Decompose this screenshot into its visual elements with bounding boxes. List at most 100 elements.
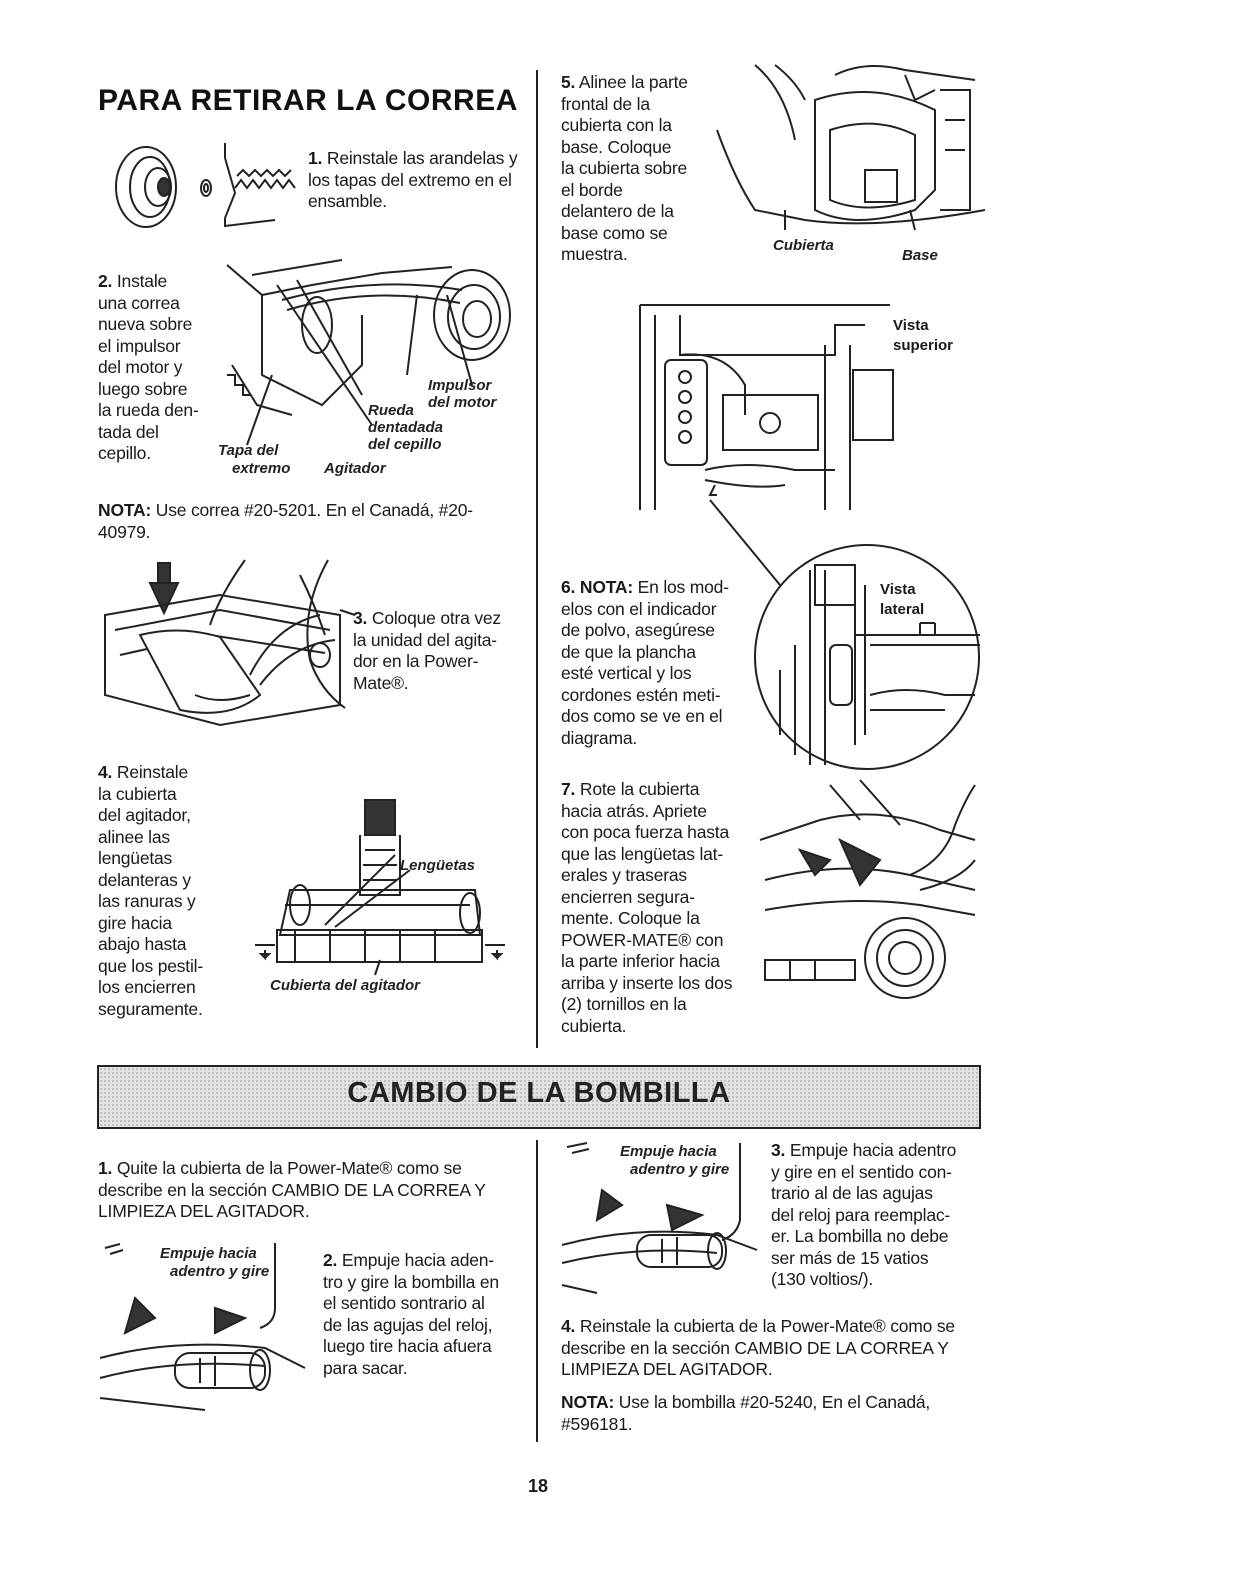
step-line: trario al de las agujas [771,1183,933,1203]
belt-step1: 1. Reinstale las arandelas y los tapas d… [308,148,523,213]
label-line: Empuje hacia [620,1143,717,1160]
push-twist-label-2: Empuje hacia adentro y gire [620,1143,729,1179]
step-line: dos como se ve en el [561,706,723,726]
step-number: 4. [98,762,113,782]
bulb-step2: 2. Empuje hacia aden- tro y gire la bomb… [323,1250,523,1379]
step-line: base. Coloque [561,136,672,157]
step-line: Empuje hacia aden- [341,1250,494,1270]
belt-step5: 5. Alinee la parte frontal de la cubiert… [561,72,721,266]
cover-base-icon [716,64,986,231]
step-line: cubierta. [561,1015,627,1036]
step-line: gire hacia [98,912,172,933]
step-line: cordones estén meti- [561,684,721,705]
label-extremo: extremo [232,460,291,477]
step-number: 3. [771,1140,786,1160]
step-line: luego tire hacia afuera [323,1336,492,1356]
step-line: del reloj para reemplac- [771,1204,951,1225]
belt-step4: 4. Reinstale la cubierta del agitador, a… [98,762,238,1020]
bulb-step4: 4. Reinstale la cubierta de la Power-Mat… [561,1316,981,1381]
step-line: lengüetas [98,848,173,868]
step-line: del agitador, [98,805,191,825]
step-line: er. La bombilla no debe [771,1226,949,1246]
bulb-section-title: CAMBIO DE LA BOMBILLA [347,1077,731,1109]
step-line: nueva sobre [98,314,193,334]
bulb-step1: 1. Quite la cubierta de la Power-Mate® c… [98,1158,518,1223]
step-line: la parte inferior hacia [561,951,720,971]
step-line: luego sobre [98,378,188,399]
step-number: 5. [561,72,576,92]
nota-line: #596181. [561,1413,633,1434]
side-view-icon [709,499,980,770]
step-line: la rueda den- [98,400,199,420]
label-cubierta: Cubierta [773,237,834,254]
label-cubierta-agitador: Cubierta del agitador [270,977,421,994]
step-line: hacia atrás. Apriete [561,800,707,821]
belt-drive-icon [226,259,511,446]
step-text: Reinstale las arandelas y los tapas del … [308,148,518,211]
label-agitador: Agitador [324,460,386,477]
step-line: de que la plancha [561,641,696,662]
belt-section-title: PARA RETIRAR LA CORREA [98,84,518,117]
step-line: tada del [98,421,159,442]
step-line: el sentido sontrario al [323,1293,485,1313]
nota-label: NOTA: [561,1392,615,1412]
bulb-section-banner: CAMBIO DE LA BOMBILLA [97,1065,981,1129]
step-line: POWER-MATE® con [561,929,724,950]
step-line: la cubierta [98,783,177,804]
step-line: En los mod- [637,577,729,597]
column-divider-top [536,70,538,1048]
step-line: LIMPIEZA DEL AGITADOR. [561,1359,773,1379]
label-rueda: Rueda [368,402,414,419]
step-number: 1. [308,148,323,168]
step-line: describe en la sección CAMBIO DE LA CORR… [561,1337,949,1358]
bulb-twist-icon [99,1243,306,1411]
label-impulsor: Impulsor [428,377,492,394]
step-number: 7. [561,779,576,799]
label-line: lateral [880,601,925,618]
nota-label: NOTA: [579,577,633,597]
step-line: las ranuras y [98,891,196,911]
label-line: Vista [880,581,916,598]
agitator-end-icon [306,559,356,709]
end-cap-icon [115,146,212,228]
belt-nota: NOTA: Use correa #20-5201. En el Canadá,… [98,500,513,543]
step-line: Reinstale la cubierta de la Power-Mate® … [579,1316,955,1336]
label-line: superior [893,337,954,354]
step-line: tro y gire la bombilla en [323,1271,499,1292]
nota-text: Use correa #20-5201. En el Canadá, #20-4… [98,500,473,542]
step-line: el impulsor [98,335,181,356]
side-view-label: Vista lateral [880,580,924,620]
step-line: Quite la cubierta de la Power-Mate® como… [116,1158,462,1178]
step-line: cepillo. [98,443,151,463]
step-line: elos con el indicador [561,598,717,619]
step-line: describe en la sección CAMBIO DE LA CORR… [98,1179,486,1200]
spring-icon [224,143,296,228]
step-line: Rote la cubierta [579,779,700,799]
step-line: (130 voltios/). [771,1269,874,1289]
step-line: Coloque otra vez [371,608,501,628]
step-line: base como se [561,222,668,243]
label-line: adentro y gire [170,1263,270,1280]
step-line: la cubierta sobre [561,158,687,178]
step-line: el borde [561,179,623,200]
step-line: frontal de la [561,93,650,114]
belt-step7: 7. Rote la cubierta hacia atrás. Apriete… [561,779,761,1037]
step-line: muestra. [561,244,628,264]
label-base: Base [902,247,938,264]
step-line: de las agujas del reloj, [323,1314,493,1335]
step-line: delanteras y [98,869,191,890]
label-dentadada: dentadada [368,419,444,436]
belt-step2: 2. Instale una correa nueva sobre el imp… [98,271,218,465]
step-line: de polvo, asegúrese [561,620,715,640]
step-line: con poca fuerza hasta [561,822,729,842]
label-del-cepillo: del cepillo [368,436,442,453]
step-line: LIMPIEZA DEL AGITADOR. [98,1201,310,1221]
step-number: 2. [98,271,113,291]
step-line: del motor y [98,357,183,377]
step-line: diagrama. [561,727,638,748]
bulb-nota: NOTA: Use la bombilla #20-5240, En el Ca… [561,1392,981,1435]
step-line: que las lengüetas lat- [561,843,723,864]
step-line: delantero de la [561,201,674,221]
step-number: 6. [561,577,576,597]
step-number: 1. [98,1158,113,1178]
